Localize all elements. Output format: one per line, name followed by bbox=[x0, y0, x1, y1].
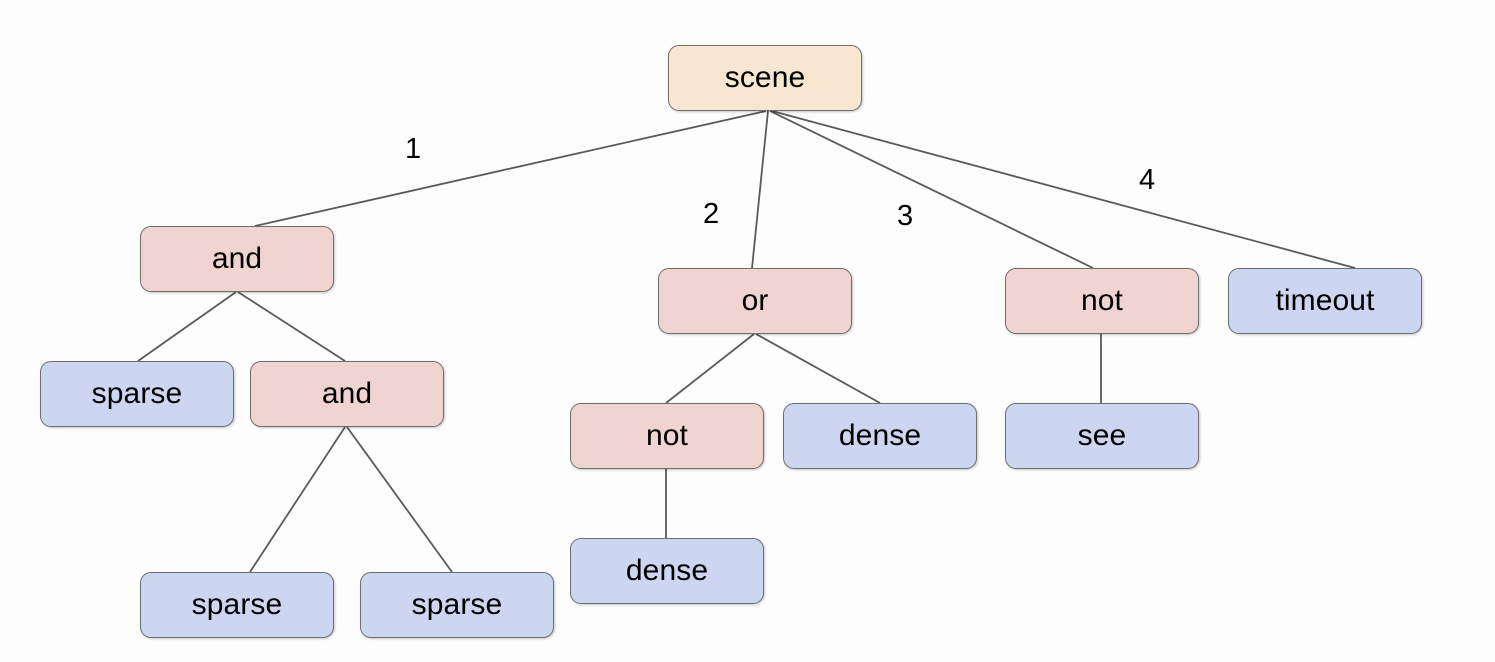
edge-scene-to-timeout1 bbox=[771, 110, 1356, 269]
edge-scene-to-or1 bbox=[751, 110, 769, 269]
edge-label-2: 2 bbox=[703, 198, 720, 230]
tree-node-sparse2[interactable]: sparse bbox=[140, 572, 334, 638]
edge-or1-to-not2 bbox=[665, 333, 755, 404]
tree-node-label: sparse bbox=[191, 588, 283, 621]
tree-node-label: sparse bbox=[411, 588, 503, 621]
tree-node-and1[interactable]: and bbox=[140, 226, 334, 292]
tree-node-label: sparse bbox=[91, 377, 183, 410]
tree-node-label: or bbox=[741, 284, 769, 317]
tree-node-label: and bbox=[211, 242, 263, 275]
edge-scene-to-not1 bbox=[769, 110, 1094, 269]
tree-node-label: not bbox=[645, 419, 688, 452]
tree-node-not1[interactable]: not bbox=[1005, 268, 1199, 334]
edge-and1-to-sparse1 bbox=[137, 291, 237, 362]
edge-and2-to-sparse3 bbox=[346, 426, 453, 573]
tree-node-sparse1[interactable]: sparse bbox=[40, 361, 234, 427]
edge-label-3: 3 bbox=[897, 200, 914, 232]
edge-scene-to-and1 bbox=[254, 110, 767, 227]
edge-and2-to-sparse2 bbox=[249, 426, 346, 573]
tree-node-timeout1[interactable]: timeout bbox=[1228, 268, 1422, 334]
edge-label-4: 4 bbox=[1139, 164, 1156, 196]
tree-node-sparse3[interactable]: sparse bbox=[360, 572, 554, 638]
tree-node-and2[interactable]: and bbox=[250, 361, 444, 427]
tree-node-label: see bbox=[1077, 419, 1127, 452]
tree-node-label: scene bbox=[724, 61, 806, 94]
edge-label-1: 1 bbox=[405, 133, 422, 165]
tree-node-label: and bbox=[321, 377, 373, 410]
tree-node-dense1[interactable]: dense bbox=[783, 403, 977, 469]
tree-node-dense2[interactable]: dense bbox=[570, 538, 764, 604]
tree-node-label: not bbox=[1080, 284, 1123, 317]
edge-and1-to-and2 bbox=[237, 291, 346, 362]
tree-node-scene[interactable]: scene bbox=[668, 45, 862, 111]
tree-node-label: dense bbox=[625, 554, 709, 587]
tree-node-or1[interactable]: or bbox=[658, 268, 852, 334]
tree-node-label: dense bbox=[838, 419, 922, 452]
tree-node-label: timeout bbox=[1275, 284, 1375, 317]
tree-node-see1[interactable]: see bbox=[1005, 403, 1199, 469]
edge-or1-to-dense1 bbox=[755, 333, 881, 404]
tree-node-not2[interactable]: not bbox=[570, 403, 764, 469]
